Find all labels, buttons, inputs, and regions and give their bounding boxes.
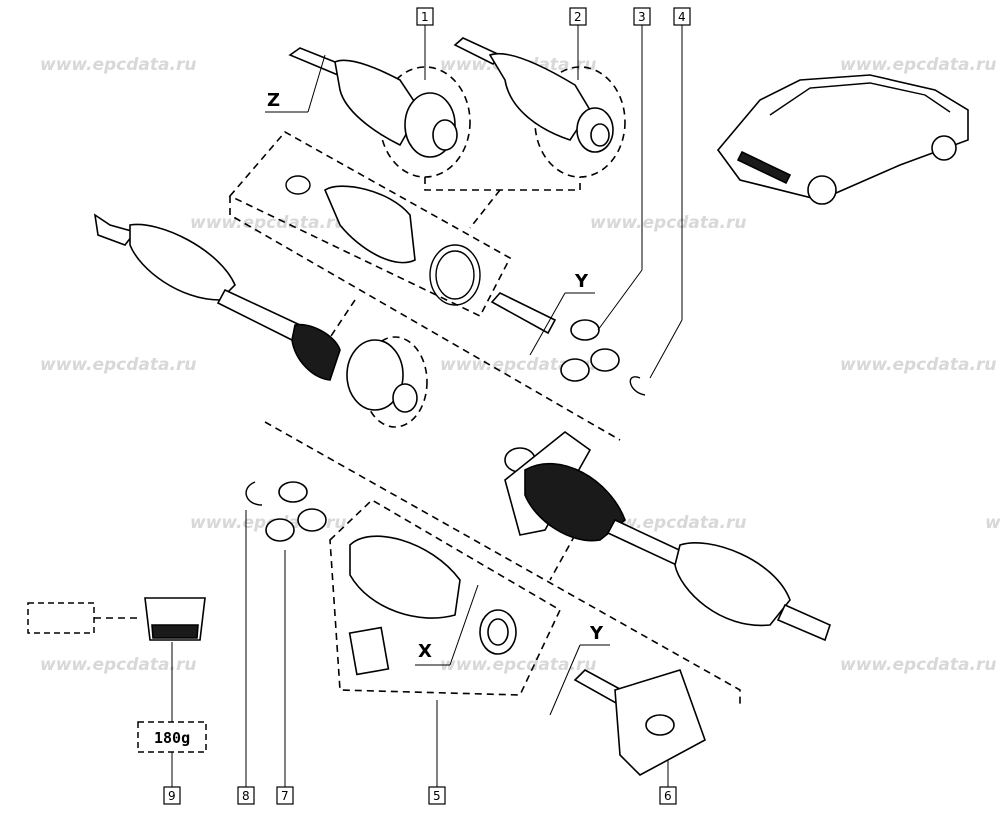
car-front-wheel: [807, 175, 837, 205]
dimension-y-upper-label: Y: [574, 271, 589, 292]
watermark-text: www.epcdata.ru: [590, 213, 746, 233]
tripod-roller: [570, 319, 600, 341]
dash-link: [549, 534, 576, 581]
bracket: [424, 177, 581, 191]
callout-7[interactable]: 7: [276, 786, 294, 805]
reference-box: [27, 602, 95, 634]
y-lower-leader: [549, 644, 581, 716]
callouts: 1 2 3 4 5 6 7 8: [163, 7, 691, 805]
z-leader: [307, 54, 326, 113]
driveshaft-upper: [93, 213, 418, 413]
car-rear-wheel: [931, 135, 957, 161]
watermark-text: www.epcdata.ru: [840, 55, 996, 75]
boot-kit-outline: [228, 130, 512, 318]
callout-2[interactable]: 2: [569, 7, 587, 26]
boot: [334, 59, 421, 147]
flange-hole: [645, 714, 675, 736]
circlip: [629, 376, 646, 396]
grease-packet-fill: [151, 624, 199, 639]
callout-4[interactable]: 4: [673, 7, 691, 26]
car-body: [716, 74, 969, 201]
watermark-text: www.epcdata.ru: [440, 655, 596, 675]
outer-joint-assembly-2: [453, 37, 614, 153]
car-roofline: [769, 82, 951, 116]
group-outlines: [228, 66, 741, 705]
callout-4-label: 4: [678, 10, 686, 24]
callout-5[interactable]: 5: [428, 786, 446, 805]
inner-spline: [392, 383, 418, 413]
watermark-text: www.epcdata.ru: [40, 655, 196, 675]
instruction-leaflet: [348, 626, 390, 676]
car-illustration: [716, 74, 969, 205]
watermark-text: www.epcdata.ru: [40, 55, 196, 75]
tripod-roller: [590, 348, 620, 372]
tripod-roller: [265, 518, 295, 542]
grease-quantity: 180g: [154, 729, 190, 747]
driveshaft-lower: [504, 430, 831, 642]
circlip-8: [245, 481, 263, 506]
outer-joint-assembly-1: [288, 47, 458, 158]
shaft-spline-end: [93, 213, 137, 246]
tripod-roller: [560, 358, 590, 382]
watermark-text: www.epcdata.ru: [840, 655, 996, 675]
tripod-assembly-upper: [490, 292, 646, 396]
lower-boot-kit-outline: [329, 499, 562, 696]
large-clamp: [429, 244, 481, 306]
boot: [349, 535, 461, 619]
small-clamp: [285, 175, 311, 195]
joint-spline: [590, 123, 610, 147]
dash-link: [324, 299, 356, 346]
leader-line: [597, 269, 643, 331]
boot-kit-parts: [285, 175, 481, 306]
dimension-y-lower-label: Y: [589, 623, 604, 644]
seal-ring-inner: [487, 618, 509, 646]
callout-8[interactable]: 8: [237, 786, 255, 805]
joint-spline: [432, 119, 458, 151]
watermark-text: www.epcdata.ru: [190, 213, 346, 233]
upper-assembly-outline: [229, 196, 621, 441]
callout-7-label: 7: [281, 789, 289, 803]
inner-joint-housing: [346, 339, 404, 411]
watermark-text: www.epcdata.ru: [440, 355, 596, 375]
dimension-markers: Z Y X Y: [265, 54, 610, 716]
callout-9[interactable]: 9: [163, 786, 181, 805]
callout-6-label: 6: [664, 789, 672, 803]
tripod-roller: [278, 481, 308, 503]
x-leader: [449, 584, 479, 666]
y-upper-leader: [529, 292, 566, 356]
callout-leaders: [245, 25, 683, 787]
callout-5-label: 5: [433, 789, 441, 803]
spline-end: [776, 603, 831, 642]
tripod-roller: [297, 508, 327, 532]
tripod-assembly-lower: [245, 481, 327, 542]
callout-8-label: 8: [242, 789, 250, 803]
leader-line: [649, 319, 683, 379]
inner-boot: [291, 323, 341, 381]
bracket-link: [469, 189, 501, 229]
car-driveshaft: [736, 150, 792, 185]
callout-9-label: 9: [168, 789, 176, 803]
large-clamp-inner: [435, 250, 475, 300]
callout-3[interactable]: 3: [633, 7, 651, 26]
outer-boot: [129, 223, 236, 301]
watermark-text: www.epcdata.ru: [840, 355, 996, 375]
callout-1-label: 1: [421, 10, 429, 24]
callout-1[interactable]: 1: [416, 7, 434, 26]
upper-boot: [324, 185, 416, 264]
shaft-bar: [216, 288, 302, 342]
outer-boot: [674, 542, 791, 627]
watermark-text: www.epcdata.ru: [40, 355, 196, 375]
spline-stub: [490, 292, 557, 335]
callout-3-label: 3: [638, 10, 646, 24]
callout-2-label: 2: [574, 10, 582, 24]
dimension-z-label: Z: [267, 90, 280, 111]
callout-6[interactable]: 6: [659, 786, 677, 805]
lower-boot-kit: [348, 535, 517, 676]
dimension-x-label: X: [418, 641, 432, 662]
watermark-text: www.epcdata.ru: [985, 513, 1000, 533]
grease-packet-group: 180g: [27, 597, 207, 787]
flange-shaft-6: [573, 669, 706, 776]
lower-assembly-outline: [264, 421, 741, 705]
